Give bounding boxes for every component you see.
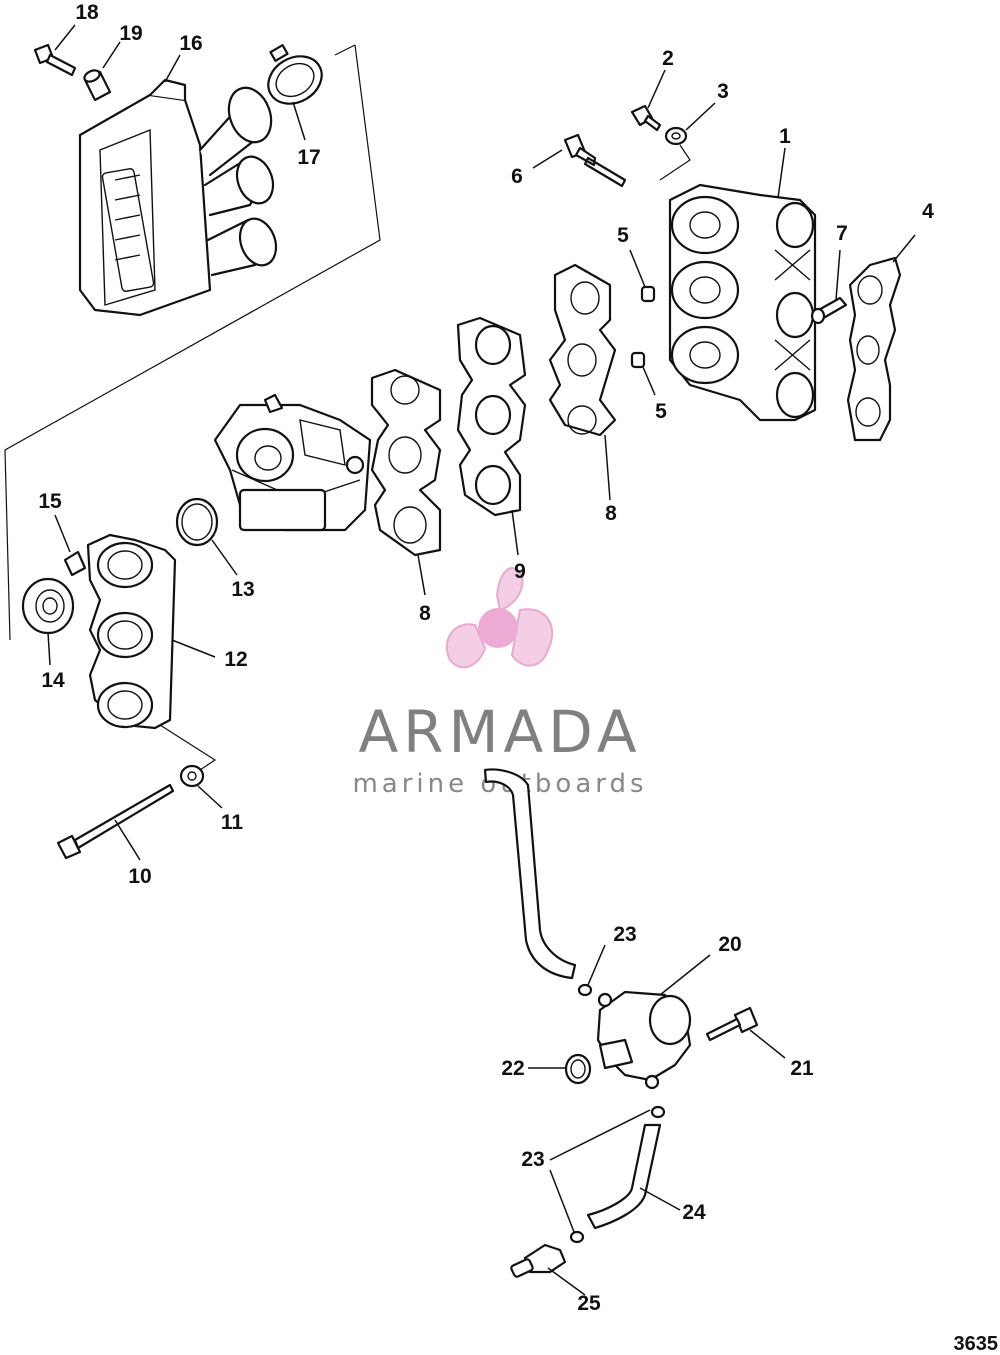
part-11-washer	[179, 764, 205, 788]
part-8-gasket-right	[548, 263, 617, 437]
brand-name: ARMADA	[358, 698, 641, 766]
callout-14: 14	[41, 669, 65, 692]
callout-24: 24	[682, 1201, 706, 1224]
callout-8-right: 8	[605, 502, 617, 525]
part-12-adapter-plate	[86, 533, 177, 730]
part-20-fuel-pump	[596, 990, 692, 1090]
callout-8-left: 8	[419, 602, 431, 625]
part-17-hose-clamp	[267, 44, 323, 105]
part-10-bolt	[56, 783, 175, 860]
callout-labels: 18 19 16 17 2 3 1 6 4 7 5 5 8 9 8 15 13 …	[38, 1, 934, 1315]
callout-9: 9	[514, 560, 526, 583]
part-5-dowel-upper	[640, 285, 656, 303]
callout-19: 19	[119, 22, 142, 45]
callout-18: 18	[75, 1, 99, 24]
callout-11: 11	[221, 811, 244, 834]
armada-logo-icon	[445, 567, 554, 669]
part-19-sleeve	[83, 69, 112, 102]
part-14-grommet	[21, 577, 75, 635]
callout-10: 10	[128, 865, 151, 888]
callout-2: 2	[662, 47, 674, 70]
part-3-washer	[664, 126, 688, 146]
part-7-stud	[810, 296, 848, 325]
assembly-guide-lines	[4, 44, 691, 771]
callout-17: 17	[297, 146, 320, 169]
part-23-hose-clip-lower	[569, 1105, 666, 1244]
part-18-bolt	[33, 43, 77, 77]
callout-12: 12	[224, 648, 247, 671]
callout-6: 6	[511, 165, 523, 188]
callout-1: 1	[779, 125, 791, 148]
part-23-hose-clip-upper	[577, 983, 593, 997]
part-6-bolt	[563, 133, 627, 188]
callout-4: 4	[922, 200, 934, 223]
part-9-gasket	[456, 316, 527, 517]
callout-20: 20	[718, 933, 741, 956]
leader-lines	[47, 24, 916, 1296]
callout-16: 16	[179, 32, 202, 55]
callout-21: 21	[790, 1057, 814, 1080]
part-8-gasket-left	[370, 368, 442, 557]
part-21-screw	[705, 1006, 759, 1042]
part-25-fuel-connector	[510, 1243, 567, 1278]
callout-25: 25	[577, 1292, 601, 1315]
carburetor	[213, 393, 372, 532]
diagram-reference-number: 3635	[954, 1333, 999, 1355]
part-4-gasket	[846, 256, 902, 442]
part-22-o-ring	[564, 1053, 592, 1085]
callout-7: 7	[836, 222, 848, 245]
part-1-intake-manifold	[668, 183, 817, 422]
callout-5-lower: 5	[655, 400, 667, 423]
callout-23-lower: 23	[521, 1148, 544, 1171]
part-2-bolt	[630, 104, 662, 132]
part-16-intake-silencer	[78, 78, 278, 317]
callout-23-upper: 23	[613, 923, 636, 946]
callout-5-upper: 5	[617, 224, 629, 247]
part-13-o-ring	[175, 497, 219, 547]
fuel-hose-upper	[483, 768, 577, 980]
callout-3: 3	[717, 80, 729, 103]
part-24-fuel-hose	[586, 1123, 662, 1230]
callout-15: 15	[38, 490, 62, 513]
part-5-dowel-lower	[630, 351, 646, 369]
callout-13: 13	[231, 578, 254, 601]
callout-22: 22	[501, 1057, 524, 1080]
part-15-clip	[63, 550, 87, 577]
